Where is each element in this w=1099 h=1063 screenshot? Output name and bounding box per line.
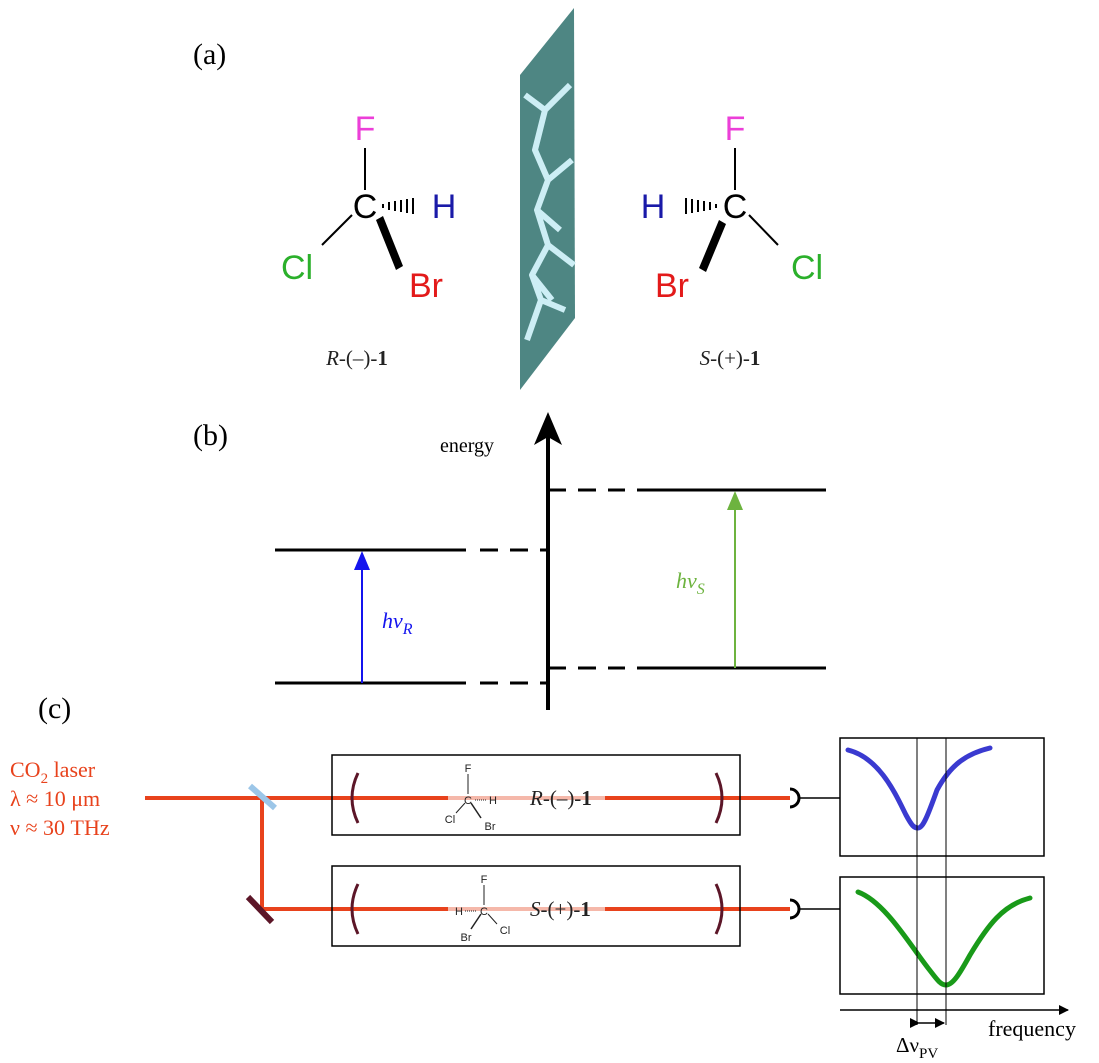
- mini-atom-cl: Cl: [500, 925, 510, 937]
- panel-c-label: (c): [38, 692, 71, 725]
- detector-bottom: [789, 898, 801, 920]
- mirror-plane: [520, 8, 576, 390]
- hash-bond-c-h: [382, 198, 414, 214]
- cavity-mirror-right: [714, 883, 724, 935]
- bond-c-cl: [321, 214, 353, 246]
- bond-c-cl: [748, 214, 779, 246]
- cell-bottom-frame: [331, 865, 741, 947]
- laser-wavelength: λ ≈ 10 μm: [10, 786, 100, 811]
- spectrum-bottom-frame: [839, 876, 1045, 995]
- spectrum-top-frame: [839, 737, 1045, 857]
- detector-top: [789, 787, 801, 809]
- molecule-s-name: S-(+)-1: [700, 346, 761, 370]
- spectra: frequency ΔνPV: [839, 737, 1076, 1062]
- molecule-r: F C H Cl Br R-(–)-1: [281, 110, 456, 370]
- cavity-mirror-left: [350, 883, 360, 935]
- energy-diagram: energy hvR hvS: [275, 412, 826, 710]
- molecule-s: F C H Cl Br S-(+)-1: [641, 110, 823, 370]
- panel-a-label: (a): [193, 38, 226, 71]
- mini-atom-f: F: [465, 763, 472, 775]
- transition-arrowhead-r: [354, 551, 370, 570]
- spectrum-curve-r: [845, 745, 993, 831]
- transition-arrowhead-s: [727, 491, 743, 510]
- transition-label-s: hvS: [676, 568, 705, 598]
- laser-type: CO2 laser: [10, 757, 96, 787]
- frequency-axis-label: frequency: [988, 1016, 1076, 1041]
- cavity-mirror-left: [350, 772, 360, 824]
- mini-atom-h: H: [455, 906, 463, 918]
- wedge-bond-c-br: [699, 220, 726, 272]
- cavity-mirror-right: [714, 772, 724, 824]
- atom-bromine: Br: [409, 267, 443, 305]
- atom-fluorine: F: [355, 110, 376, 148]
- mini-atom-c: C: [480, 906, 488, 918]
- mini-molecule-s: F C H Cl Br: [455, 874, 510, 944]
- atom-hydrogen: H: [432, 188, 457, 226]
- atom-fluorine: F: [725, 110, 746, 148]
- atom-carbon: C: [723, 188, 748, 226]
- molecule-r-name: R-(–)-1: [325, 346, 388, 370]
- atom-bromine: Br: [655, 267, 689, 305]
- laser-frequency: ν ≈ 30 THz: [10, 815, 110, 840]
- mini-atom-cl: Cl: [445, 814, 455, 826]
- cell-bottom-label: S-(+)-1: [530, 897, 591, 921]
- detectors: [789, 787, 840, 920]
- atom-hydrogen: H: [641, 188, 666, 226]
- atom-carbon: C: [353, 188, 378, 226]
- mini-atom-c: C: [464, 795, 472, 807]
- atom-chlorine: Cl: [791, 249, 823, 287]
- atom-chlorine: Cl: [281, 249, 313, 287]
- wedge-bond-c-br: [376, 216, 403, 270]
- mini-atom-br: Br: [485, 821, 496, 833]
- mini-atom-f: F: [481, 874, 488, 886]
- mirror-crack-pattern: [523, 82, 576, 341]
- panel-b-label: (b): [193, 419, 228, 452]
- hash-bond-c-h: [685, 198, 717, 214]
- cell-top-frame: [331, 754, 741, 836]
- delta-nu-pv-label: ΔνPV: [896, 1033, 938, 1062]
- cell-bottom: F C H Cl Br S-(+)-1: [331, 865, 741, 947]
- transition-label-r: hvR: [382, 608, 413, 638]
- energy-axis-label: energy: [440, 435, 494, 457]
- laser-info: CO2 laser λ ≈ 10 μm ν ≈ 30 THz: [10, 757, 110, 840]
- mini-molecule-r: F C H Cl Br: [445, 763, 497, 833]
- cell-top: F C H Cl Br R-(–)-1: [331, 754, 741, 836]
- laser-beams: [145, 796, 790, 911]
- beam-splitter: [248, 783, 277, 811]
- fold-mirror: [245, 894, 275, 925]
- cell-top-label: R-(–)-1: [529, 786, 592, 810]
- mini-atom-h: H: [489, 795, 497, 807]
- energy-axis-arrowhead: [534, 412, 562, 445]
- mini-atom-br: Br: [461, 932, 472, 944]
